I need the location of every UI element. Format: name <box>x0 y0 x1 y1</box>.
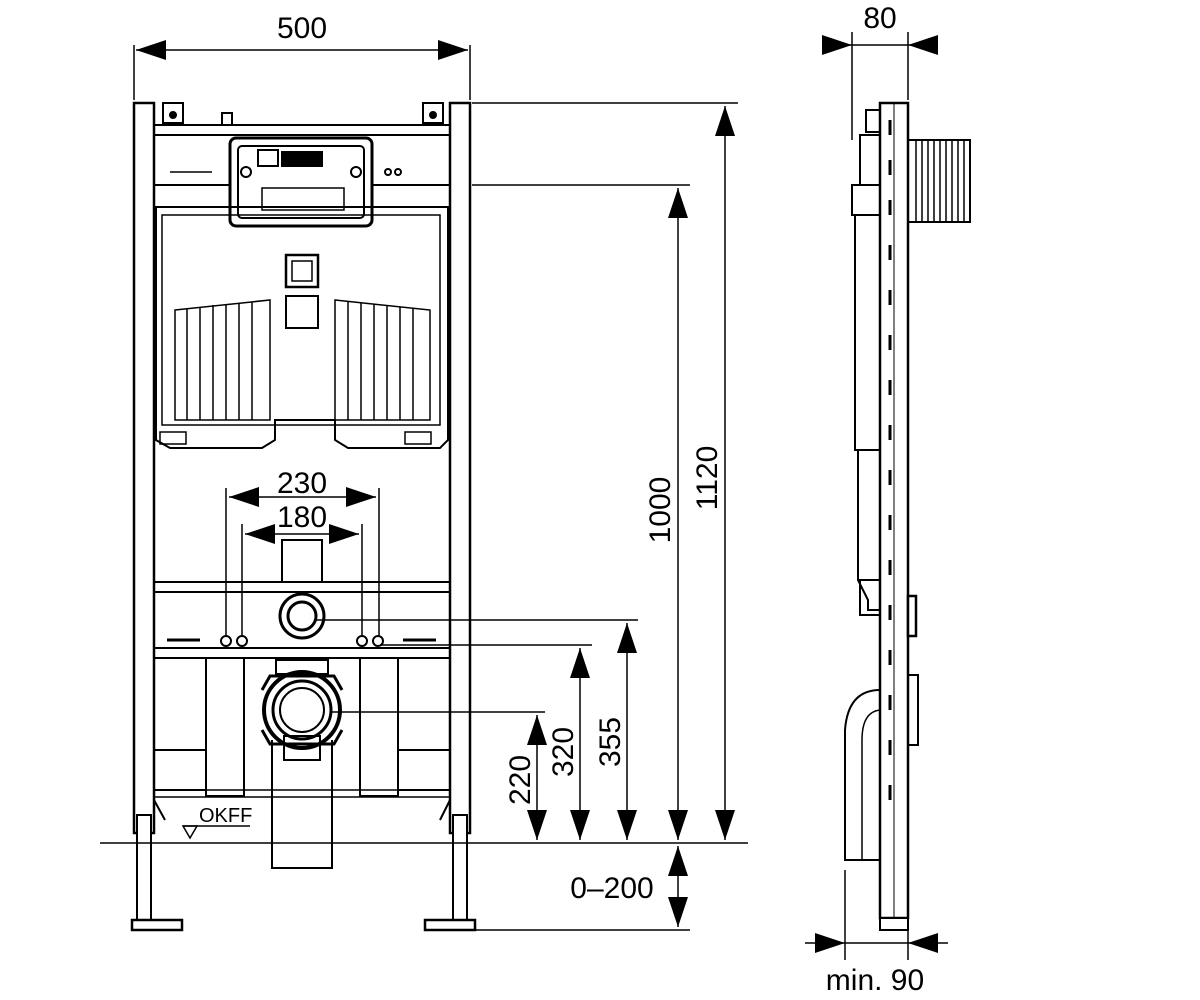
lower-frame <box>153 657 451 798</box>
brand-logo: TECE <box>284 154 313 166</box>
dimension-width-500: 500 <box>277 12 327 45</box>
cistern-body <box>155 206 449 583</box>
mounting-bracket <box>153 581 451 659</box>
side-view <box>844 101 971 931</box>
dimension-height-320: 320 <box>547 727 580 777</box>
side-dimension-labels: 80 min. 90 <box>826 2 924 997</box>
dimension-height-355: 355 <box>594 717 627 767</box>
dimension-min-90: min. 90 <box>826 964 924 997</box>
okff-label: OKFF <box>199 805 252 827</box>
front-dimensions <box>133 40 738 931</box>
dimension-range-0-200: 0–200 <box>570 872 653 905</box>
dimension-depth-80: 80 <box>863 2 896 35</box>
side-dimensions <box>805 32 948 960</box>
dimension-spacing-180: 180 <box>277 501 327 534</box>
dimension-height-1120: 1120 <box>691 446 724 511</box>
dimension-height-220: 220 <box>504 755 537 805</box>
dimension-spacing-230: 230 <box>277 467 327 500</box>
cistern-top: TECE <box>153 102 451 228</box>
front-dimension-labels: 500 230 180 1120 1000 355 320 220 0–200 <box>277 12 724 905</box>
waste-pipe <box>260 659 344 869</box>
flush-box-ribs <box>907 139 971 223</box>
frame-posts <box>130 101 477 932</box>
finished-floor-marker: OKFF <box>100 805 748 844</box>
front-view: TECE <box>100 101 748 932</box>
dimension-height-1000: 1000 <box>644 477 677 544</box>
